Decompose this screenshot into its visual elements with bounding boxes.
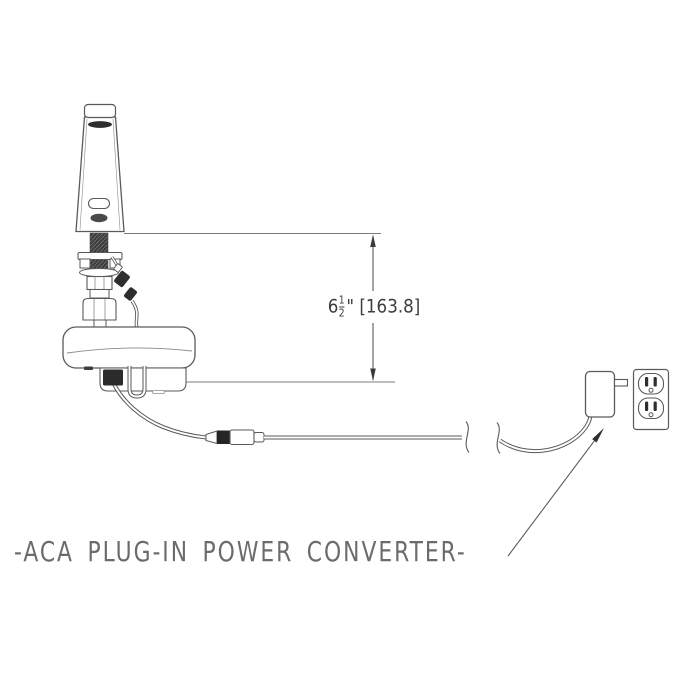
sensor-faucet: [75, 103, 125, 233]
dimension-unit-mark: ": [346, 295, 355, 318]
cable-link: [113, 263, 123, 273]
sensor-cable: [110, 256, 140, 335]
outlet-socket-upper: [637, 372, 665, 395]
cable-break-marks: [465, 421, 501, 454]
brand-logo: [90, 213, 108, 223]
spout-outlet: [88, 121, 112, 128]
control-box-crease: [66, 347, 193, 354]
leader-arrowhead-icon: [592, 428, 604, 443]
lock-nut: [86, 275, 113, 291]
spout-contour: [79, 118, 88, 231]
converter-body: [584, 370, 616, 418]
spout-contour: [112, 118, 121, 231]
dimension-lines: [186, 234, 395, 383]
dimension-whole: 6: [327, 295, 339, 318]
dimension-arrow-up-icon: [370, 234, 376, 247]
converter-prong: [613, 378, 629, 387]
outlet-slot: [653, 377, 657, 387]
tier-bump: [152, 390, 165, 394]
callout-leader: [507, 428, 604, 557]
bracket-left-wing: [79, 258, 91, 269]
spacer: [89, 289, 110, 299]
outlet-slot: [645, 377, 649, 387]
spout-top-cap: [83, 103, 117, 119]
inline-connector: [205, 429, 265, 446]
outlet-ground-hole: [648, 387, 654, 393]
deck-mount-hardware: [77, 232, 123, 335]
mounting-bracket: [77, 251, 123, 261]
cable-connector: [114, 270, 130, 288]
outlet-slot: [645, 401, 649, 411]
control-box-body: [62, 326, 196, 369]
washer: [79, 268, 119, 277]
compression-fitting: [82, 297, 117, 321]
box-foot: [84, 366, 93, 370]
dimension-metric: [163.8]: [359, 295, 421, 318]
cable-connector: [124, 287, 137, 301]
leader-line: [507, 440, 595, 557]
callout-label: -ACA PLUG-IN POWER CONVERTER-: [14, 535, 467, 568]
outlet-slot: [653, 401, 657, 411]
power-cable: [103, 366, 593, 454]
dimension-arrow-down-icon: [370, 368, 376, 381]
outlet-socket-lower: [637, 397, 665, 420]
cable-gland: [103, 369, 123, 386]
plug-in-power-converter: [584, 370, 629, 418]
outlet-ground-hole: [648, 412, 654, 418]
sensor-window-icon: [87, 197, 111, 210]
duplex-wall-outlet: [632, 368, 670, 431]
